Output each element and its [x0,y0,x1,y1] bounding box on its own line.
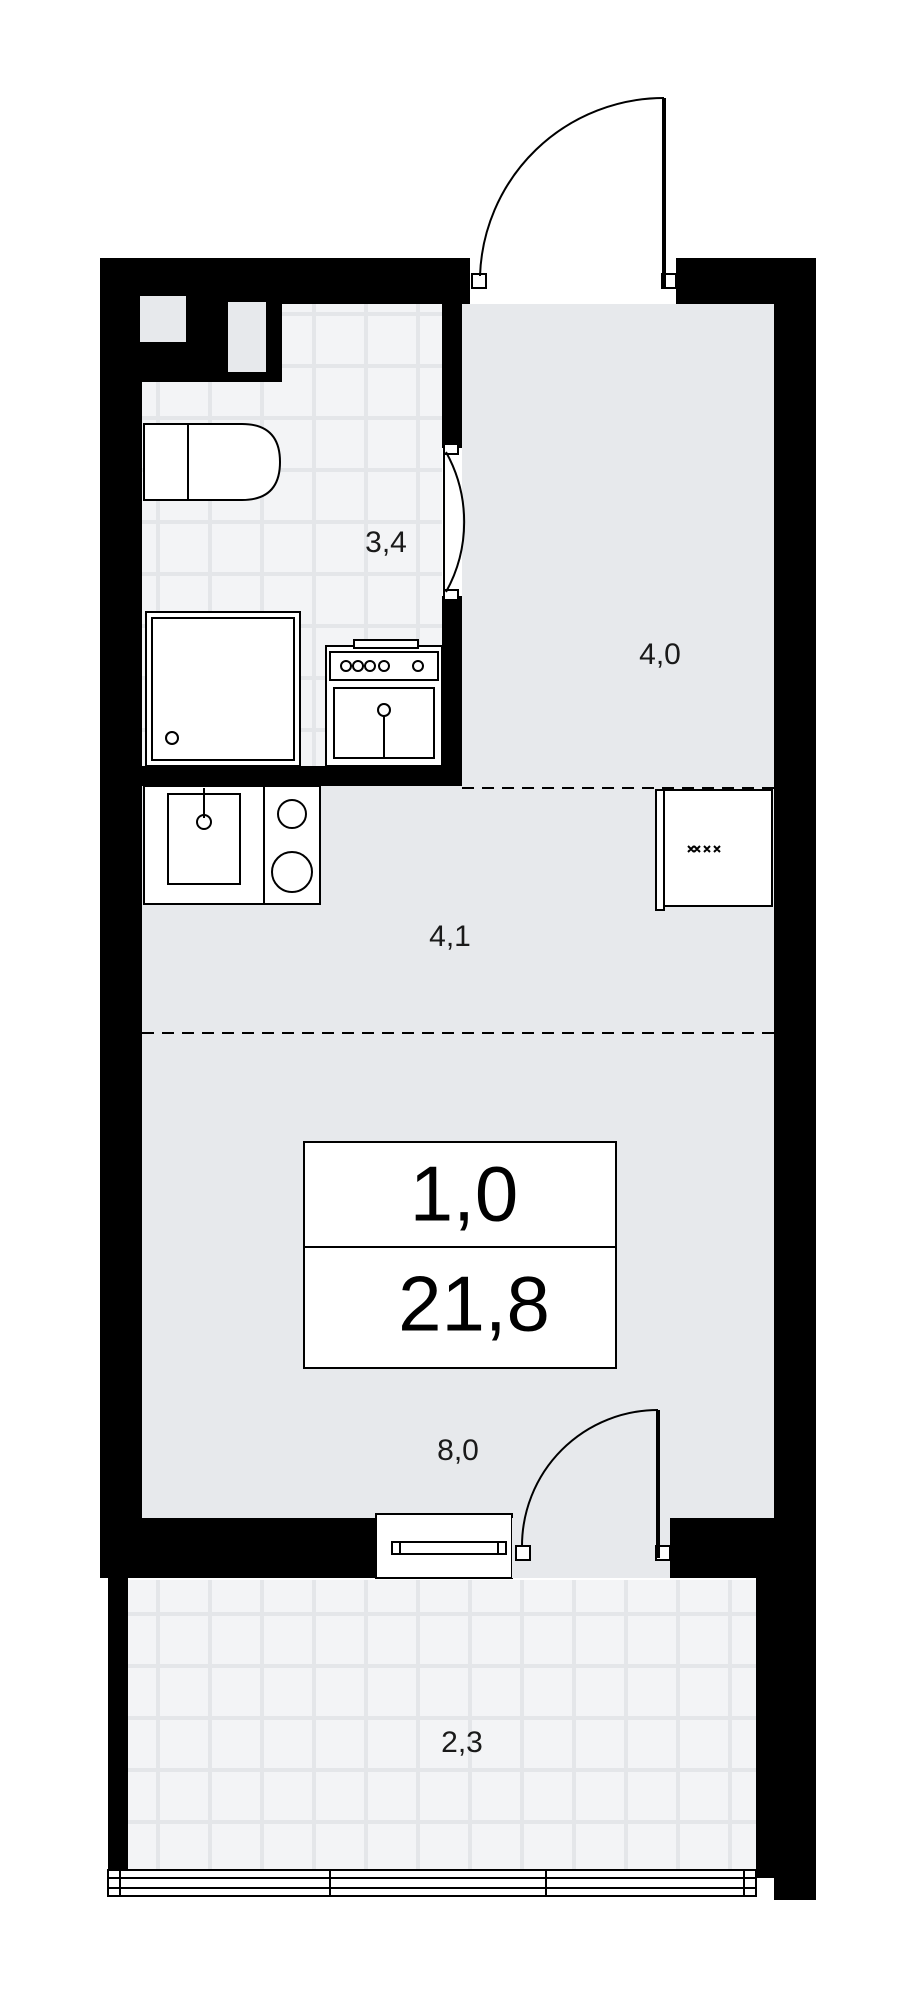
hallway-area-label: 4,0 [639,638,681,671]
hallway-floor [462,304,774,790]
balcony-floor [128,1580,756,1870]
wardrobe [655,789,773,911]
toilet [143,423,282,501]
walls [100,258,816,1900]
balcony-window [375,1513,513,1579]
entrance-door [471,97,677,289]
washing-machine [325,639,443,767]
kitchen-area-label: 4,1 [429,920,471,953]
kitchen-sink [143,785,265,905]
balcony-area-label: 2,3 [441,1726,483,1759]
summary-box [303,1141,617,1369]
total-area-label: 21,8 [398,1260,550,1348]
vent-shaft [228,302,266,372]
bathroom-door [443,443,466,601]
living-area-label: 8,0 [437,1434,479,1467]
balcony-railing [107,1869,757,1897]
shower-tray [145,611,301,767]
rooms-count-label: 1,0 [410,1150,518,1238]
bathroom-area-label: 3,4 [365,526,407,559]
balcony-door [512,1409,671,1578]
cooktop [263,785,321,905]
vent-shaft [140,296,186,342]
